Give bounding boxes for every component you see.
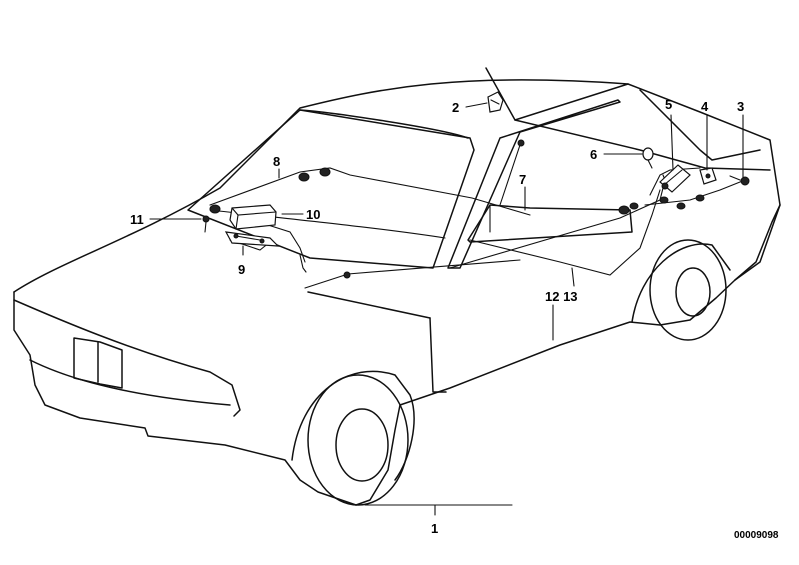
connector-part-8 [209, 167, 331, 214]
bracket-part [699, 167, 717, 185]
callout-8: 8 [273, 154, 280, 169]
callout-2: 2 [452, 100, 459, 115]
callout-4: 4 [701, 99, 709, 114]
callout-7: 7 [519, 172, 526, 187]
callout-11: 11 [130, 212, 144, 227]
dome-light-part [487, 91, 504, 113]
floor-cable-end [343, 271, 351, 279]
callout-12-13: 12 13 [545, 289, 578, 304]
leader-lines [149, 102, 744, 516]
callout-labels: 1 2 3 4 5 6 7 8 9 10 11 12 13 [130, 97, 744, 536]
callout-10: 10 [306, 207, 320, 222]
callout-6: 6 [590, 147, 597, 162]
components [202, 91, 750, 279]
callout-1: 1 [431, 521, 438, 536]
callout-9: 9 [238, 262, 245, 277]
reference-number: 00009098 [734, 530, 779, 541]
control-unit-part [229, 204, 277, 230]
rear-connectors [618, 182, 705, 215]
screw-part [729, 175, 750, 186]
screw-part-11 [202, 215, 210, 233]
callout-5: 5 [665, 97, 672, 112]
wiring-harness [209, 144, 746, 289]
roof-cable-end [517, 139, 525, 147]
callout-3: 3 [737, 99, 744, 114]
connector-part-6 [642, 147, 654, 169]
bracket-plate-part [224, 231, 307, 273]
car-body-outline [13, 67, 781, 506]
